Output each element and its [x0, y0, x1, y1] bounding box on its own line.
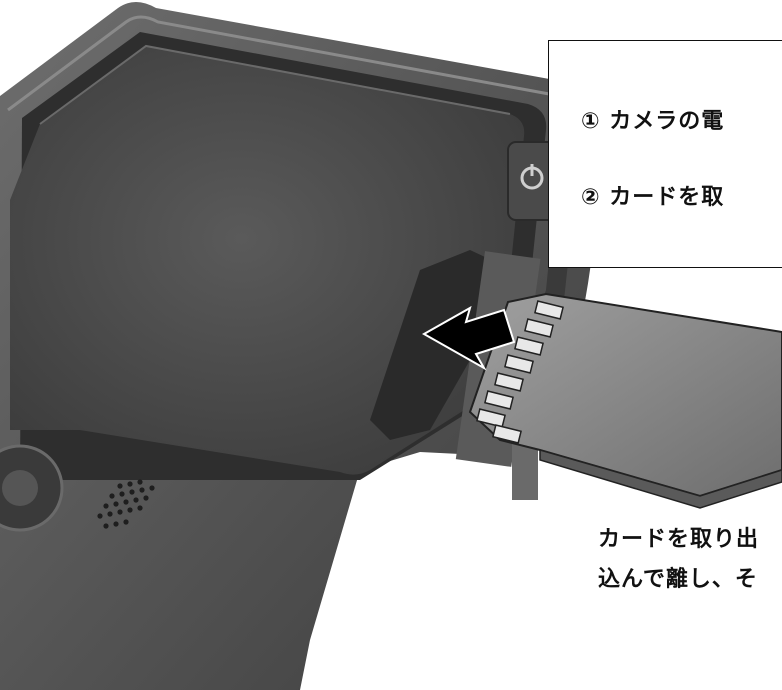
instruction-box: ① カメラの電 ② カードを取 — [548, 40, 782, 268]
instruction-step-2: ② カードを取 — [581, 185, 725, 210]
caption-line-2: 込んで離し、そ — [598, 567, 758, 592]
speaker-grille-icon — [97, 479, 155, 529]
camera-body — [0, 2, 600, 690]
insert-arrow-icon — [421, 305, 516, 371]
caption-line-1: カードを取り出 — [598, 527, 760, 552]
instruction-step-1: ① カメラの電 — [581, 109, 725, 134]
sd-card — [468, 292, 782, 509]
